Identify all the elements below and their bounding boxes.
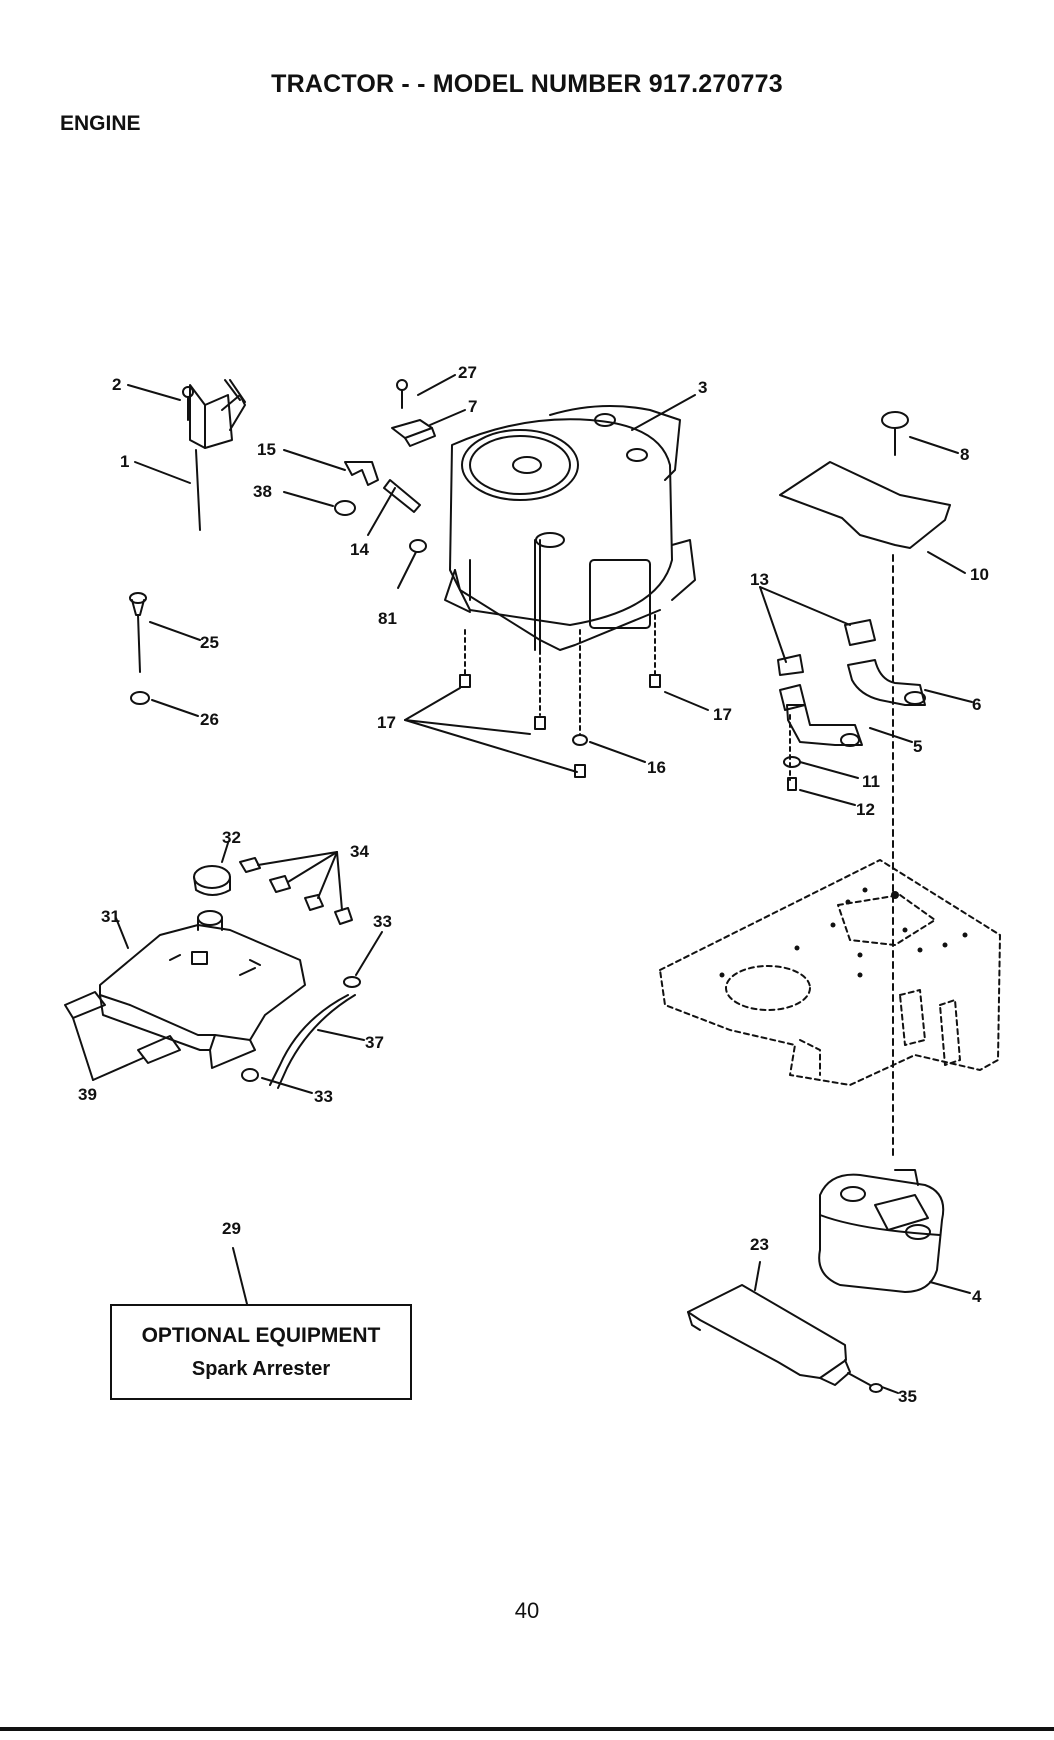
callout-17-left: 17	[377, 713, 396, 732]
blower-cover-drawing	[65, 858, 360, 1088]
callout-7: 7	[468, 397, 477, 416]
callout-13: 13	[750, 570, 769, 589]
callout-33-bottom: 33	[314, 1087, 333, 1106]
callout-12: 12	[856, 800, 875, 819]
callout-numbers: 2 1 27 7 3 15 38 14 81 8 10 13 6 5 11 12…	[78, 363, 989, 1406]
callout-37: 37	[365, 1033, 384, 1052]
muffler-drawing	[819, 1170, 943, 1292]
callout-10: 10	[970, 565, 989, 584]
callout-31: 31	[101, 907, 120, 926]
callout-38: 38	[253, 482, 272, 501]
callout-33-top: 33	[373, 912, 392, 931]
callout-11: 11	[862, 772, 880, 791]
page-number: 40	[0, 1598, 1054, 1624]
frame-plate-drawing	[660, 860, 1000, 1085]
engine-drawing	[445, 406, 695, 650]
callout-6: 6	[972, 695, 981, 714]
fittings-drawing	[335, 462, 426, 552]
bottom-rule	[0, 1727, 1054, 1731]
optional-equipment-heading: OPTIONAL EQUIPMENT	[112, 1324, 410, 1348]
callout-26: 26	[200, 710, 219, 729]
callout-34: 34	[350, 842, 369, 861]
callout-16: 16	[647, 758, 666, 777]
bolts-drawing	[460, 615, 660, 777]
callout-2: 2	[112, 375, 121, 394]
callout-35: 35	[898, 1387, 917, 1406]
dipstick-drawing	[130, 593, 149, 704]
callout-14: 14	[350, 540, 369, 559]
callout-81: 81	[378, 609, 397, 628]
callout-29: 29	[222, 1219, 241, 1238]
callout-25: 25	[200, 633, 219, 652]
exhaust-pipes-drawing	[778, 620, 925, 790]
callout-15: 15	[257, 440, 276, 459]
throttle-control-drawing	[183, 380, 245, 530]
callout-8: 8	[960, 445, 969, 464]
leader-lines	[73, 375, 972, 1393]
callout-27: 27	[458, 363, 477, 382]
callout-3: 3	[698, 378, 707, 397]
callout-23: 23	[750, 1235, 769, 1254]
callout-32: 32	[222, 828, 241, 847]
callout-1: 1	[120, 452, 129, 471]
muffler-guard-drawing	[688, 1285, 882, 1392]
callout-17-right: 17	[713, 705, 732, 724]
callout-39: 39	[78, 1085, 97, 1104]
optional-equipment-box: OPTIONAL EQUIPMENT Spark Arrester	[110, 1304, 412, 1400]
optional-equipment-item: Spark Arrester	[112, 1358, 410, 1381]
callout-4: 4	[972, 1287, 982, 1306]
callout-5: 5	[913, 737, 922, 756]
frame-holes	[720, 888, 968, 978]
